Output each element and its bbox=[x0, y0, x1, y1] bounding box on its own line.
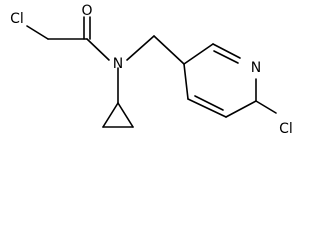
atom-chlorine-left: Cl bbox=[10, 11, 24, 27]
bond-cl-ch2 bbox=[26, 25, 49, 40]
atom-chlorine-right: Cl bbox=[279, 121, 293, 137]
atom-oxygen: O bbox=[81, 3, 92, 19]
bond-ring-c5-c2 bbox=[187, 98, 227, 118]
bond-ring-c3-c4 bbox=[183, 43, 214, 65]
atom-nitrogen-amide: N bbox=[113, 56, 123, 72]
bond-carbonyl-amide-n bbox=[86, 38, 110, 61]
bond-ring-c4-n-inner bbox=[213, 50, 239, 64]
bond-ring-c6-cl bbox=[255, 100, 277, 114]
bond-cyclopropyl-3 bbox=[117, 102, 134, 128]
bond-ch2-ring bbox=[153, 35, 185, 65]
bond-ring-c2-c3 bbox=[183, 63, 189, 100]
bond-amide-n-ch2 bbox=[126, 35, 155, 61]
bond-ring-c5-c2-inner bbox=[194, 95, 224, 111]
bond-cyclopropyl-1 bbox=[102, 102, 119, 128]
atom-nitrogen-pyridine: N bbox=[251, 60, 261, 76]
chemical-structure-diagram: Cl O N N Cl bbox=[10, 3, 293, 137]
bond-ring-c4-n bbox=[212, 43, 241, 59]
bond-ring-c6-c5 bbox=[225, 100, 257, 118]
structure-canvas: Cl O N N Cl bbox=[10, 3, 293, 137]
